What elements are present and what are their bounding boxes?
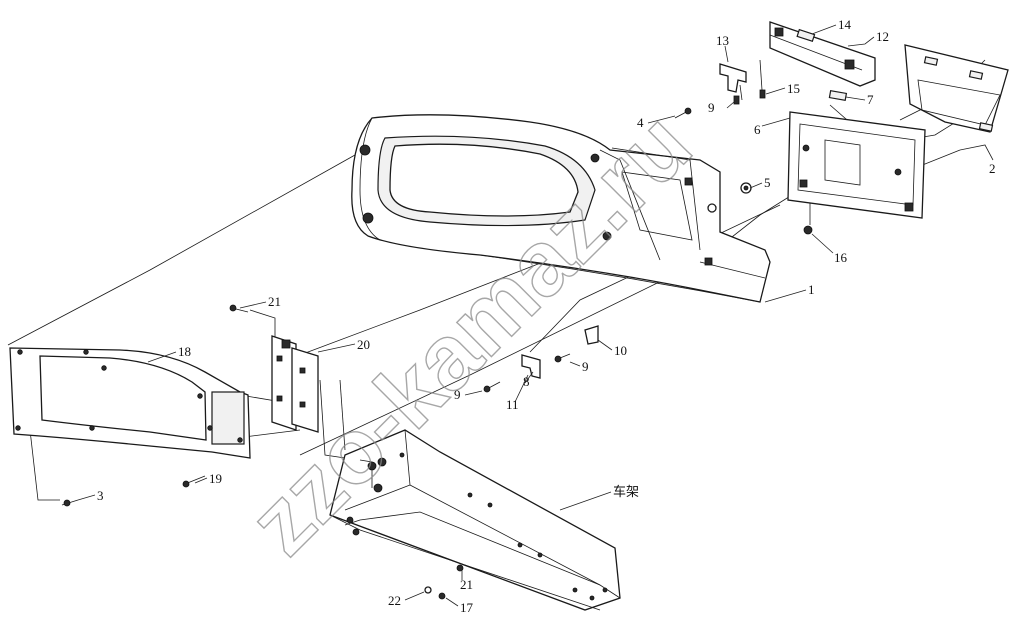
fasteners [61,89,848,600]
callout-4: 4 [637,115,644,130]
part-1-bumper-body [351,114,771,303]
callout-8: 8 [523,374,530,389]
part-2-cover-plate [904,44,1009,133]
callout-21-bottom: 21 [460,577,473,592]
part-12-top-bracket [769,21,876,87]
callout-labels: 1 2 3 4 5 6 7 8 9 9 9 10 11 12 13 14 15 … [97,17,996,615]
callout-11: 11 [506,397,519,412]
callout-9-right: 9 [582,359,589,374]
callout-3: 3 [97,488,104,503]
callout-18: 18 [178,344,191,359]
callout-2: 2 [989,161,996,176]
callout-21-top: 21 [268,294,281,309]
callout-1: 1 [808,282,815,297]
callout-14: 14 [838,17,852,32]
part-13-small-bracket [719,63,747,93]
frame-label: 车架 [613,484,639,499]
callout-20: 20 [357,337,370,352]
part-18-frame-panel [9,347,251,459]
callout-10: 10 [614,343,627,358]
callout-16: 16 [834,250,848,265]
callout-5: 5 [764,175,771,190]
callout-19: 19 [209,471,222,486]
part-6-lamp-housing [787,111,926,219]
vehicle-frame-rail [329,429,621,611]
callout-22: 22 [388,593,401,608]
callout-7: 7 [867,92,874,107]
callout-15: 15 [787,81,800,96]
callout-12: 12 [876,29,889,44]
callout-17: 17 [460,600,474,615]
callout-13: 13 [716,33,729,48]
callout-9-left: 9 [454,387,461,402]
part-20-brackets [271,335,319,433]
callout-6: 6 [754,122,761,137]
leader-lines [77,24,994,607]
callout-9-upper: 9 [708,100,715,115]
